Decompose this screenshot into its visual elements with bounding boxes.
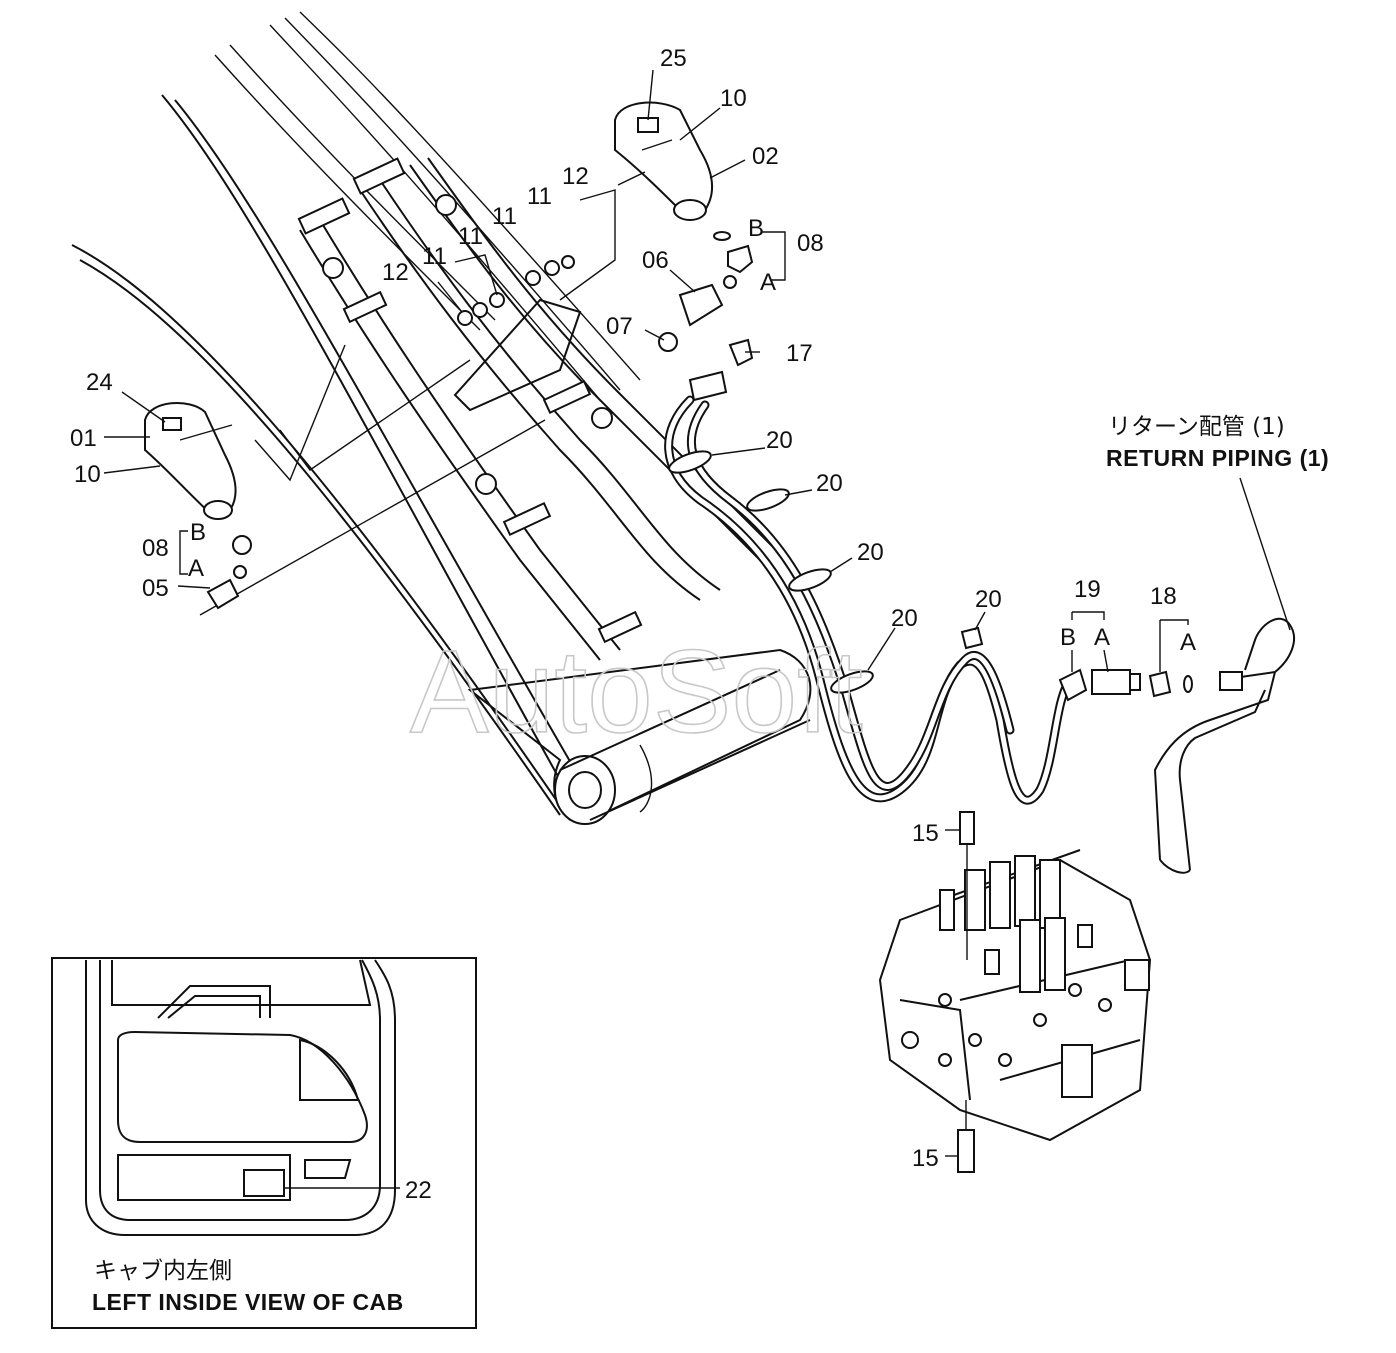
callout-19: 19 xyxy=(1074,576,1101,603)
callout-05: 05 xyxy=(142,575,169,602)
port-plugs xyxy=(957,811,975,1173)
callout-10: 10 xyxy=(74,461,101,488)
return-piping-en: RETURN PIPING (1) xyxy=(1106,445,1329,471)
callout-12: 12 xyxy=(562,163,589,190)
leader-05 xyxy=(177,585,211,589)
callout-11: 11 xyxy=(422,243,447,270)
callout-labels: 25 10 02 12 11 11 11 11 12 B 08 A 06 07 … xyxy=(70,45,1196,1204)
callout-18: 18 xyxy=(1150,583,1177,610)
leader-20b xyxy=(784,489,813,496)
callout-01: 01 xyxy=(70,425,97,452)
bracket-08a xyxy=(762,231,786,281)
callout-11: 11 xyxy=(527,183,552,210)
leader-24 xyxy=(121,391,166,423)
callout-08: 08 xyxy=(142,535,169,562)
bracket-08b xyxy=(179,530,188,575)
callout-12: 12 xyxy=(382,259,409,286)
callout-22: 22 xyxy=(405,1177,432,1204)
callout-B: B xyxy=(190,519,206,546)
leader-07 xyxy=(644,329,665,341)
callout-10: 10 xyxy=(720,85,747,112)
control-valve xyxy=(878,849,1152,1142)
leader-A3 xyxy=(1103,649,1109,673)
callout-07: 07 xyxy=(606,313,633,340)
callout-A: A xyxy=(188,555,204,582)
callout-11: 11 xyxy=(458,223,483,250)
leader-10a xyxy=(679,107,721,141)
callout-06: 06 xyxy=(642,247,669,274)
inset-caption-jp: キャブ内左側 xyxy=(94,1258,232,1284)
return-piping-jp: リターン配管 (1) xyxy=(1108,414,1285,440)
callout-B: B xyxy=(1060,624,1076,651)
callout-15: 15 xyxy=(912,1145,939,1172)
callout-20: 20 xyxy=(891,605,918,632)
leader-20e xyxy=(974,611,986,631)
leader-20a xyxy=(711,447,766,456)
leader-10b xyxy=(103,465,161,474)
callout-A: A xyxy=(1180,629,1196,656)
cab-inset xyxy=(51,957,477,1329)
callout-25: 25 xyxy=(660,45,687,72)
bracket-18 xyxy=(1160,619,1189,625)
leader-return-piping xyxy=(1239,477,1291,631)
bracket-19 xyxy=(1071,611,1105,620)
leader-11-group xyxy=(454,254,498,296)
leader-06 xyxy=(669,269,696,293)
callout-20: 20 xyxy=(816,470,843,497)
leader-20c xyxy=(829,557,853,573)
callout-02: 02 xyxy=(752,143,779,170)
callout-B: B xyxy=(748,215,764,242)
watermark: AutoSoft xyxy=(410,626,863,758)
nuts-washers xyxy=(457,255,575,326)
callout-A: A xyxy=(1094,624,1110,651)
leader-12b xyxy=(437,281,463,313)
callout-15: 15 xyxy=(912,820,939,847)
inset-caption-en: LEFT INSIDE VIEW OF CAB xyxy=(92,1289,404,1315)
callout-24: 24 xyxy=(86,369,113,396)
callout-A: A xyxy=(760,269,776,296)
upper-filter-assembly xyxy=(614,101,713,221)
return-fittings xyxy=(1058,668,1193,702)
upper-fittings xyxy=(658,231,754,402)
callout-20: 20 xyxy=(975,586,1002,613)
callout-11: 11 xyxy=(492,203,517,230)
leader-25 xyxy=(647,69,654,121)
callout-08: 08 xyxy=(797,230,824,257)
return-pipe xyxy=(1153,617,1295,874)
lower-filter-assembly xyxy=(144,402,252,610)
callout-17: 17 xyxy=(786,340,813,367)
leader-02 xyxy=(709,159,746,179)
hose-run xyxy=(664,395,1075,805)
leader-20d xyxy=(867,627,896,671)
callout-20: 20 xyxy=(857,539,884,566)
callout-20: 20 xyxy=(766,427,793,454)
